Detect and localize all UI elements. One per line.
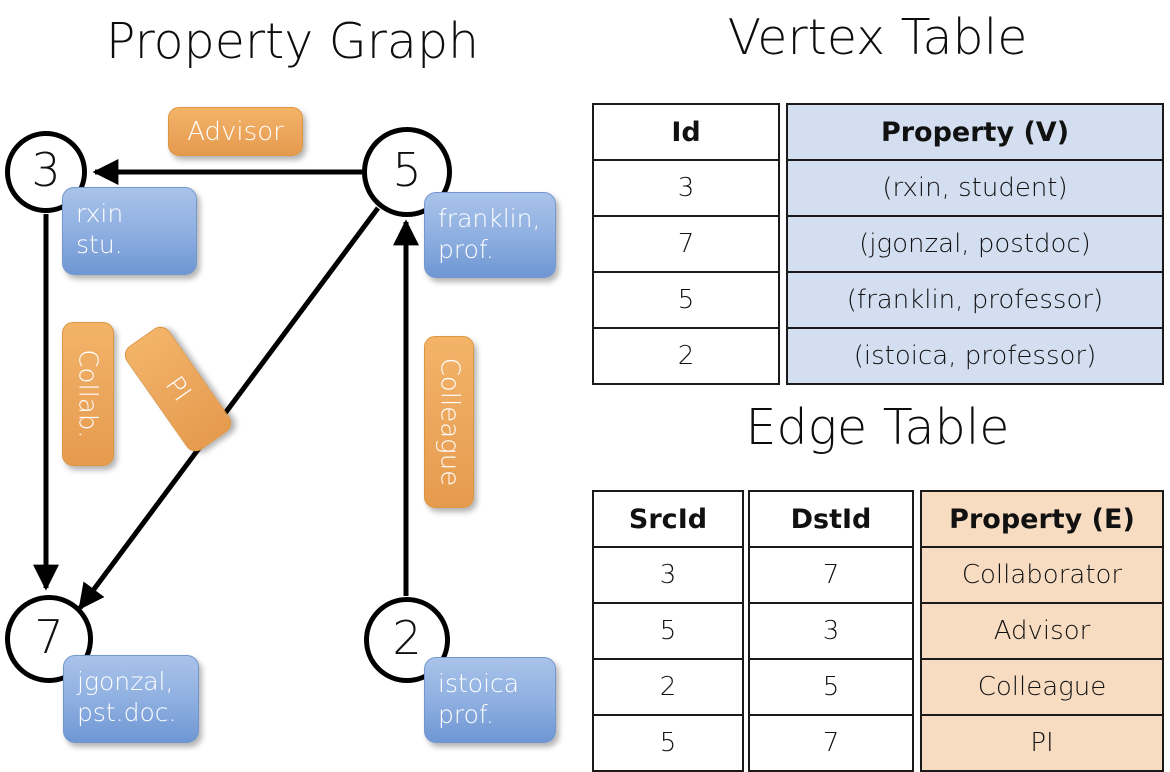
vertex-cell-id: 2 (592, 327, 780, 385)
vertex-callout-2-line2: prof. (438, 700, 494, 729)
vertex-table-id-column: Id 3 7 5 2 (592, 103, 780, 385)
table-header-row: Property (V) (786, 103, 1164, 161)
edge-cell-dst: 7 (748, 714, 914, 772)
edge-cell-src: 2 (592, 658, 744, 716)
table-header-row: SrcId (592, 490, 744, 548)
vertex-cell-id: 5 (592, 271, 780, 329)
table-row: (istoica, professor) (786, 327, 1164, 385)
edge-cell-src: 5 (592, 714, 744, 772)
edge-table-property-column: Property (E) Collaborator Advisor Collea… (920, 490, 1164, 772)
edge-table-dstid-column: DstId 7 3 5 7 (748, 490, 914, 772)
table-row: 2 (592, 327, 780, 385)
table-row: 3 (592, 159, 780, 217)
table-row: 7 (748, 714, 914, 772)
edge-cell-property: Collaborator (920, 546, 1164, 604)
edge-cell-dst: 5 (748, 658, 914, 716)
edge-header-srcid: SrcId (592, 490, 744, 548)
edge-label-advisor: Advisor (168, 107, 303, 156)
graph-node-7-id: 7 (34, 610, 64, 664)
vertex-callout-7: jgonzal, pst.doc. (63, 655, 199, 743)
vertex-callout-3: rxin stu. (62, 187, 197, 275)
property-graph-edges (33, 159, 419, 611)
table-header-row: Property (E) (920, 490, 1164, 548)
edge-label-colleague: Colleague (424, 336, 474, 508)
edge-label-collab: Collab. (62, 322, 114, 466)
edge-label-advisor-text: Advisor (187, 116, 284, 147)
table-row: 5 (748, 658, 914, 716)
vertex-cell-property: (franklin, professor) (786, 271, 1164, 329)
vertex-header-property: Property (V) (786, 103, 1164, 161)
edge-label-colleague-text: Colleague (434, 357, 465, 487)
table-row: Colleague (920, 658, 1164, 716)
vertex-callout-2: istoica prof. (424, 657, 556, 743)
table-row: 7 (592, 215, 780, 273)
vertex-cell-property: (jgonzal, postdoc) (786, 215, 1164, 273)
table-row: 5 (592, 271, 780, 329)
vertex-callout-5-line2: prof. (438, 235, 494, 264)
vertex-callout-3-line1: rxin (76, 199, 124, 228)
edge-cell-dst: 3 (748, 602, 914, 660)
vertex-cell-id: 7 (592, 215, 780, 273)
edge-table-srcid-column: SrcId 3 5 2 5 (592, 490, 744, 772)
edge-header-property: Property (E) (920, 490, 1164, 548)
vertex-callout-5: franklin, prof. (424, 192, 556, 278)
vertex-header-id: Id (592, 103, 780, 161)
vertex-cell-id: 3 (592, 159, 780, 217)
table-row: Collaborator (920, 546, 1164, 604)
table-row: (rxin, student) (786, 159, 1164, 217)
edge-label-collab-text: Collab. (73, 349, 103, 439)
graph-node-5-id: 5 (392, 143, 422, 197)
page-title-edge-table: Edge Table (745, 399, 1010, 456)
graph-node-3-id: 3 (31, 143, 61, 197)
edge-cell-dst: 7 (748, 546, 914, 604)
vertex-callout-5-line1: franklin, (438, 204, 541, 233)
graph-node-2[interactable]: 2 (364, 597, 450, 683)
edge-cell-src: 5 (592, 602, 744, 660)
table-row: 3 (748, 602, 914, 660)
table-header-row: DstId (748, 490, 914, 548)
vertex-callout-7-line2: pst.doc. (77, 698, 177, 727)
table-row: 3 (592, 546, 744, 604)
table-row: 7 (748, 546, 914, 604)
table-row: 2 (592, 658, 744, 716)
table-header-row: Id (592, 103, 780, 161)
vertex-callout-3-line2: stu. (76, 230, 123, 259)
table-row: (franklin, professor) (786, 271, 1164, 329)
table-row: 5 (592, 714, 744, 772)
edge-cell-property: Advisor (920, 602, 1164, 660)
vertex-table-property-column: Property (V) (rxin, student) (jgonzal, p… (786, 103, 1164, 385)
edge-label-pi-text: PI (159, 370, 197, 408)
vertex-cell-property: (istoica, professor) (786, 327, 1164, 385)
table-row: 5 (592, 602, 744, 660)
edge-5-to-7-pi (77, 206, 381, 611)
edge-cell-src: 3 (592, 546, 744, 604)
edge-header-dstid: DstId (748, 490, 914, 548)
vertex-cell-property: (rxin, student) (786, 159, 1164, 217)
table-row: (jgonzal, postdoc) (786, 215, 1164, 273)
vertex-callout-7-line1: jgonzal, (77, 667, 174, 696)
page-title-vertex-table: Vertex Table (727, 9, 1028, 66)
edge-cell-property: PI (920, 714, 1164, 772)
table-row: PI (920, 714, 1164, 772)
graph-node-5[interactable]: 5 (362, 127, 452, 217)
table-row: Advisor (920, 602, 1164, 660)
graph-node-2-id: 2 (392, 611, 422, 665)
page-title-property-graph: Property Graph (105, 13, 480, 70)
vertex-callout-2-line1: istoica (438, 669, 520, 698)
edge-cell-property: Colleague (920, 658, 1164, 716)
